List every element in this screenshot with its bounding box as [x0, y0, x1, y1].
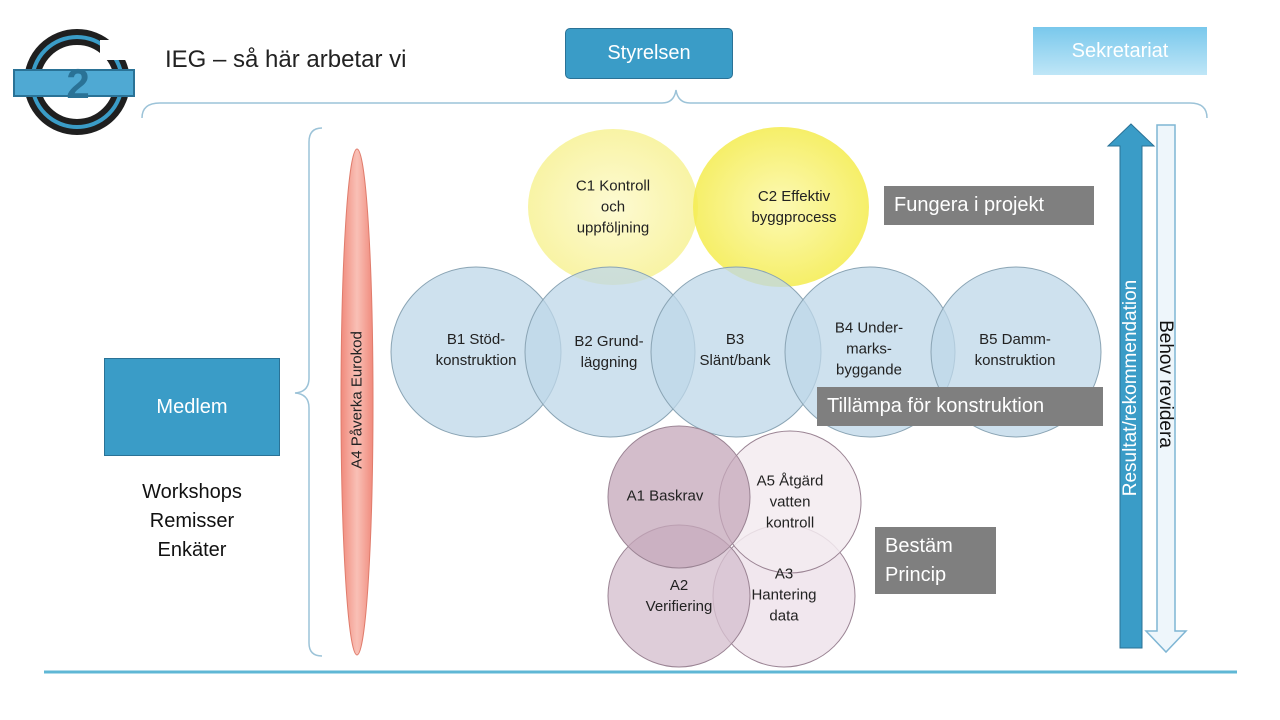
top-bracket	[141, 89, 1208, 119]
method-workshops: Workshops	[142, 481, 242, 503]
a1-label: A1 Baskrav	[626, 487, 704, 505]
b5-label: B5 Damm-konstruktion	[974, 331, 1056, 369]
a4-oval-label: A4 Påverka Eurokod	[348, 331, 366, 469]
a-circles	[607, 425, 862, 668]
method-remisser: Remisser	[149, 510, 235, 532]
a4-oval	[340, 148, 374, 656]
logo	[13, 29, 135, 135]
tillampa-label: Tillämpa för konstruktion	[817, 387, 1103, 426]
a1-circle	[607, 425, 751, 569]
medlem-box: Medlem	[104, 358, 280, 456]
styrelsen-box: Styrelsen	[565, 28, 733, 79]
fungera-label: Fungera i projekt	[884, 186, 1094, 225]
logo-numeral: 2	[66, 60, 90, 107]
c2-circle	[693, 127, 869, 287]
sekretariat-box: Sekretariat	[1033, 27, 1207, 75]
up-arrow	[1106, 123, 1156, 649]
method-enkater: Enkäter	[157, 539, 227, 561]
up-arrow-label: Resultat/rekommendation	[1120, 279, 1141, 497]
b4-label: B4 Under-marks-byggande	[834, 319, 904, 379]
left-bracket	[294, 127, 323, 657]
b1-label: B1 Stöd-konstruktion	[435, 331, 517, 369]
b2-label: B2 Grund-läggning	[574, 333, 644, 371]
down-arrow	[1144, 124, 1188, 654]
down-arrow-label: Behov revidera	[1155, 320, 1176, 448]
bestam-label: Bestäm Princip	[875, 527, 996, 594]
member-methods: Workshops Remisser Enkäter	[104, 478, 280, 565]
page-title: IEG – så här arbetar vi	[165, 46, 407, 73]
c1-circle	[528, 129, 698, 285]
